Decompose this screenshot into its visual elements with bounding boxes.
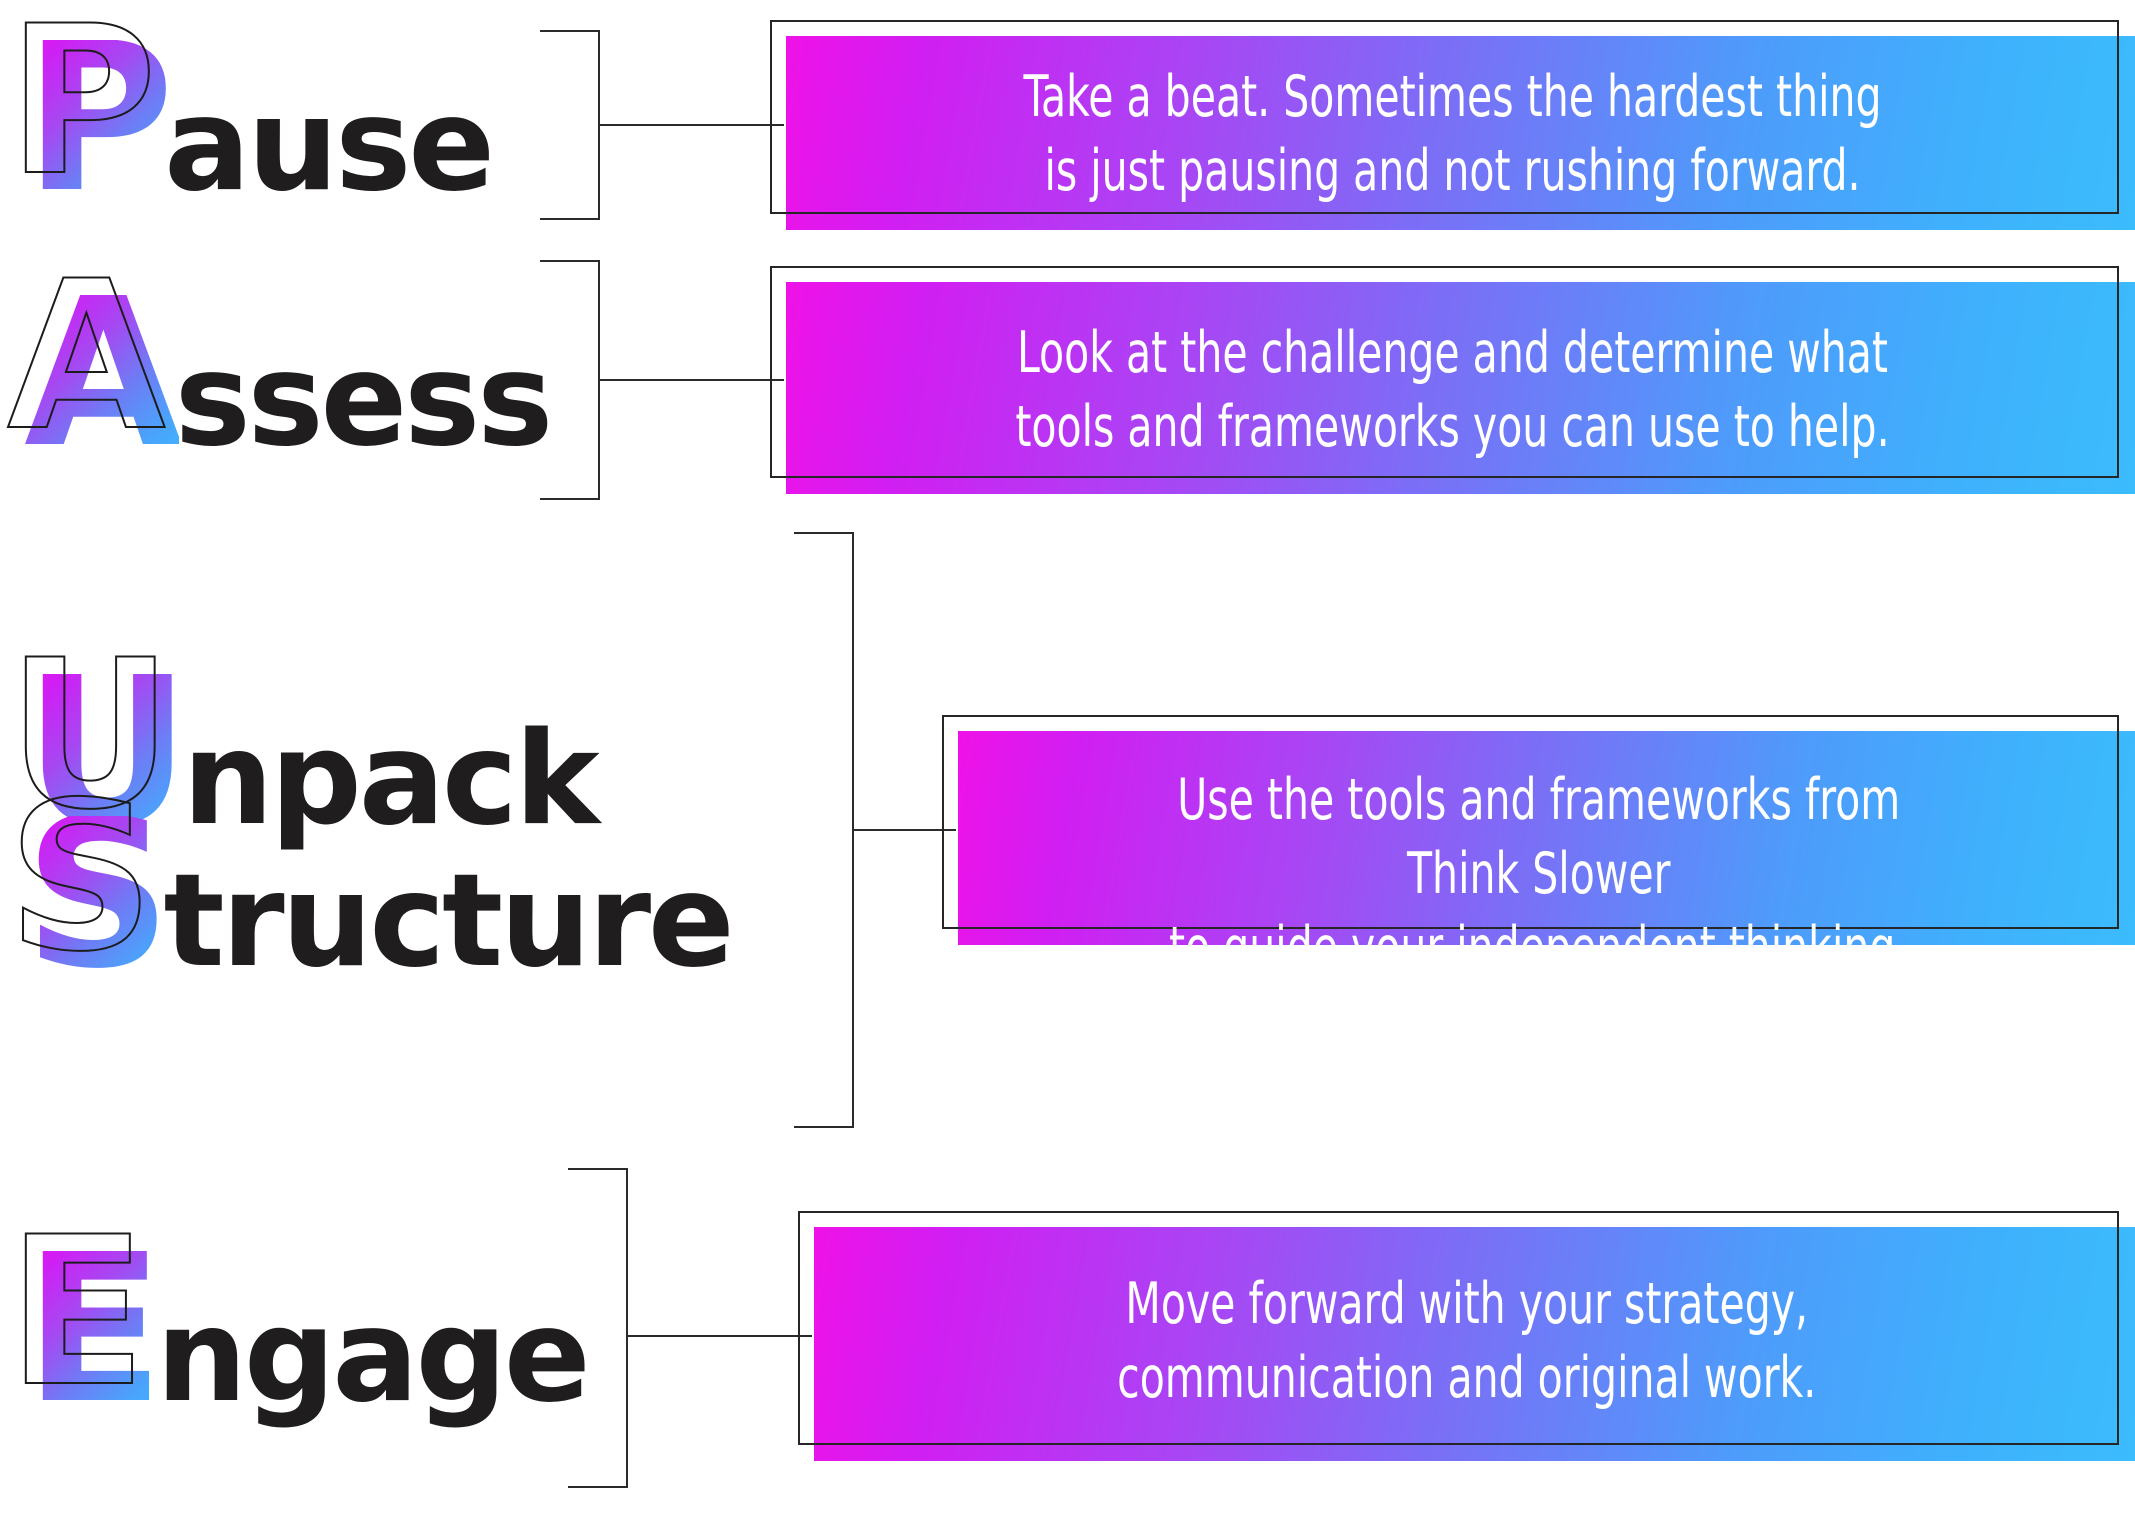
initial-letter-e: E E [6, 1210, 164, 1449]
step-label-unpack-structure: U U npack S S tructure [0, 510, 735, 1150]
word-remainder-assess: ssess [174, 326, 554, 475]
initial-letter-s-fill: S [24, 776, 172, 1014]
framework-step-engage: E E ngage Move forward with your strateg… [0, 1150, 2135, 1522]
description-text-unpack-structure: Use the tools and frameworks from Think … [1168, 767, 1908, 982]
bracket-bottom-stub [567, 1486, 626, 1488]
description-card-column-engage: Move forward with your strategy, communi… [797, 1150, 2135, 1522]
word-remainder-pause: ause [164, 71, 495, 220]
bracket-connector-unpack-structure [732, 510, 956, 1150]
word-assess: A A ssess [6, 254, 554, 493]
card-gradient-fill [786, 282, 2135, 494]
bracket-lead-line [598, 379, 784, 381]
bracket-lead-line [598, 124, 784, 126]
initial-letter-s: S S [6, 775, 172, 1014]
initial-letter-p-fill: P [24, 0, 174, 238]
card-gradient-fill [813, 1227, 2135, 1461]
description-card-pause: Take a beat. Sometimes the hardest thing… [770, 20, 2135, 230]
bracket-vertical [625, 1168, 628, 1488]
step-label-pause: P P ause [0, 0, 560, 250]
step-label-engage: E E ngage [0, 1150, 591, 1522]
description-card-column-assess: Look at the challenge and determine what… [770, 250, 2135, 510]
description-card-column-pause: Take a beat. Sometimes the hardest thing… [770, 0, 2135, 250]
bracket-lead-line [851, 829, 956, 831]
description-card-engage: Move forward with your strategy, communi… [797, 1211, 2135, 1461]
framework-step-pause: P P ause Take a beat. Sometimes the hard… [0, 0, 2135, 250]
word-structure: S S tructure [6, 775, 735, 1014]
bracket-bottom-stub [540, 218, 598, 220]
bracket-top-stub [793, 532, 852, 534]
framework-step-assess: A A ssess Look at the challenge and dete… [0, 250, 2135, 510]
framework-step-unpack-structure: U U npack S S tructure Use the tools and [0, 510, 2135, 1150]
bracket-connector-pause [540, 0, 784, 250]
initial-letter-a-fill: A [24, 255, 183, 493]
initial-letter-u-fill: U [24, 634, 190, 872]
bracket-bottom-stub [540, 498, 598, 500]
initial-letter-e-fill: E [24, 1211, 164, 1449]
bracket-bottom-stub [793, 1126, 852, 1128]
description-text-assess: Look at the challenge and determine what… [1015, 320, 1890, 461]
description-text-pause: Take a beat. Sometimes the hardest thing… [1023, 64, 1882, 205]
bracket-connector-assess [540, 250, 784, 510]
description-card-unpack-structure: Use the tools and frameworks from Think … [941, 715, 2135, 981]
description-text-engage: Move forward with your strategy, communi… [1116, 1271, 1816, 1412]
initial-letter-a: A A [6, 254, 183, 493]
bracket-top-stub [540, 30, 598, 32]
description-card-column-unpack-structure: Use the tools and frameworks from Think … [941, 510, 2135, 1150]
word-remainder-structure: tructure [163, 847, 735, 996]
bracket-top-stub [567, 1168, 626, 1170]
word-pause: P P ause [6, 0, 495, 238]
bracket-connector-engage [567, 1150, 812, 1522]
bracket-lead-line [625, 1335, 812, 1337]
card-gradient-fill [957, 731, 2135, 945]
card-gradient-fill [786, 36, 2135, 230]
description-card-assess: Look at the challenge and determine what… [770, 266, 2135, 494]
word-remainder-unpack: npack [182, 705, 599, 854]
step-label-assess: A A ssess [0, 250, 560, 510]
initial-letter-p: P P [6, 0, 174, 238]
word-engage: E E ngage [6, 1210, 591, 1449]
bracket-top-stub [540, 260, 598, 262]
word-remainder-engage: ngage [155, 1282, 591, 1431]
